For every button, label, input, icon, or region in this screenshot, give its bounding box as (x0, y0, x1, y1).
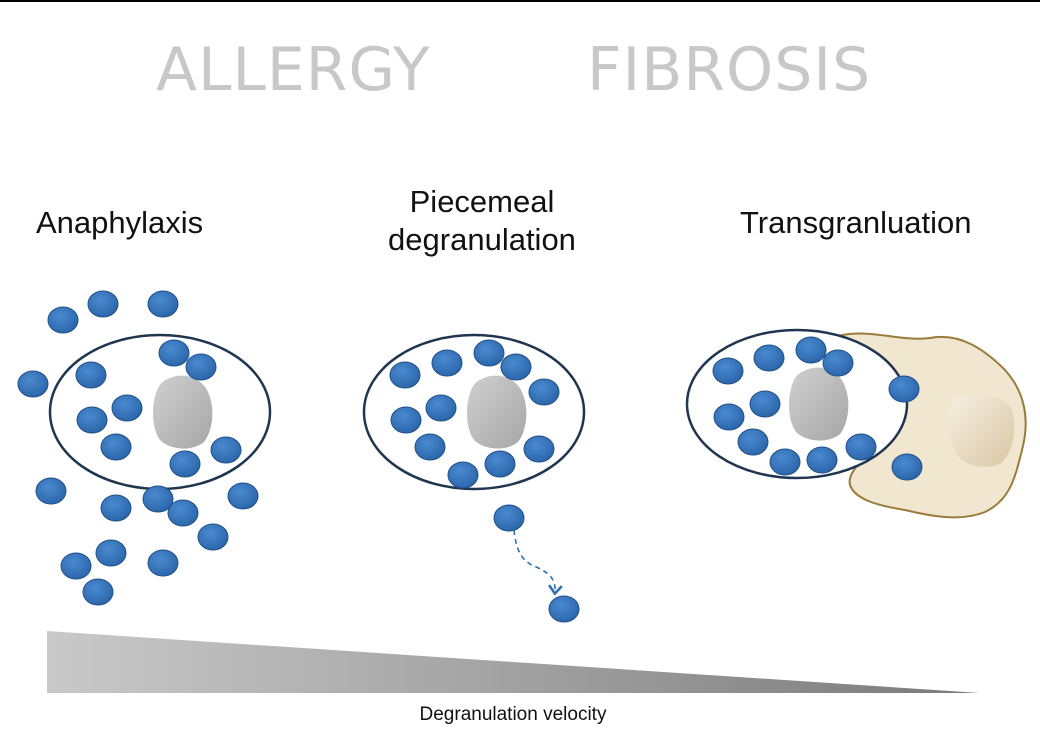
granule-piecemeal (473, 339, 505, 367)
nucleus-piecemeal (467, 375, 527, 449)
granules-group (17, 290, 923, 623)
granule-piecemeal (389, 361, 421, 389)
granule-anaphylaxis (87, 290, 119, 318)
granule-piecemeal (414, 433, 446, 461)
granule-anaphylaxis (210, 436, 242, 464)
release-arrow (513, 529, 563, 596)
granule-anaphylaxis (147, 290, 179, 318)
granule-transgranulation (713, 403, 745, 431)
axis-label-degranulation-velocity: Degranulation velocity (419, 704, 607, 725)
granule-anaphylaxis (17, 370, 49, 398)
granule-anaphylaxis (158, 339, 190, 367)
granule-anaphylaxis (60, 552, 92, 580)
granule-piecemeal (484, 450, 516, 478)
granule-transgranulation (795, 336, 827, 364)
granule-anaphylaxis (169, 450, 201, 478)
granule-piecemeal (447, 461, 479, 489)
granule-transgranulation (845, 433, 877, 461)
granule-anaphylaxis (47, 306, 79, 334)
granule-piecemeal (425, 394, 457, 422)
granule-transgranulation (891, 453, 923, 481)
granule-transgranulation (737, 428, 769, 456)
label-anaphylaxis: Anaphylaxis (36, 205, 204, 240)
granule-anaphylaxis (82, 578, 114, 606)
granule-anaphylaxis (111, 394, 143, 422)
granule-piecemeal (493, 504, 525, 532)
granule-transgranulation (806, 446, 838, 474)
granule-anaphylaxis (76, 406, 108, 434)
granule-transgranulation (753, 344, 785, 372)
granule-anaphylaxis (95, 539, 127, 567)
granule-piecemeal (523, 435, 555, 463)
header-allergy: ALLERGY (156, 35, 431, 105)
velocity-wedge (47, 631, 980, 693)
granule-transgranulation (749, 390, 781, 418)
label-piecemeal-line2: degranulation (388, 222, 576, 257)
top-border-rule (0, 0, 1040, 2)
granule-anaphylaxis (100, 494, 132, 522)
nucleus-anaphylaxis (153, 375, 213, 449)
granule-transgranulation (822, 349, 854, 377)
granule-anaphylaxis (75, 361, 107, 389)
target-cell-nucleus (948, 394, 1015, 467)
nucleus-transgranulation (789, 367, 849, 441)
granule-anaphylaxis (185, 353, 217, 381)
granule-piecemeal (500, 353, 532, 381)
granule-anaphylaxis (100, 433, 132, 461)
label-piecemeal-line1: Piecemeal (409, 184, 555, 219)
granule-transgranulation (712, 357, 744, 385)
granule-anaphylaxis (147, 549, 179, 577)
granule-anaphylaxis (227, 482, 259, 510)
header-fibrosis: FIBROSIS (587, 35, 872, 105)
label-piecemeal-degranulation: Piecemeal degranulation (382, 183, 582, 259)
granule-anaphylaxis (35, 477, 67, 505)
label-transgranulation: Transgranluation (740, 205, 972, 240)
granule-piecemeal (528, 378, 560, 406)
granule-piecemeal (390, 406, 422, 434)
granule-anaphylaxis (167, 499, 199, 527)
granule-transgranulation (888, 375, 920, 403)
granule-piecemeal (431, 349, 463, 377)
granule-anaphylaxis (197, 523, 229, 551)
granule-anaphylaxis (142, 485, 174, 513)
granule-transgranulation (769, 448, 801, 476)
granule-piecemeal (548, 595, 580, 623)
